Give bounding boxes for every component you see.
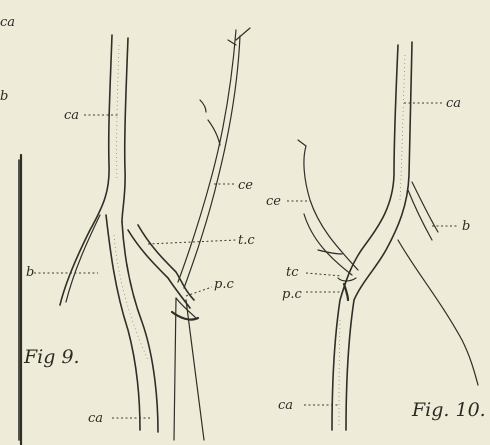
fig9-drawing bbox=[19, 28, 250, 445]
fig10-label-ce: ce bbox=[266, 194, 281, 209]
fig9-label-b: b bbox=[26, 265, 34, 280]
fig9-label-ca-lower: ca bbox=[88, 411, 103, 426]
fig9-caption: Fig 9. bbox=[23, 346, 80, 368]
fig9-external-carotid bbox=[178, 28, 250, 288]
fig10-label-b: b bbox=[462, 219, 470, 234]
fig10-label-ca-lower: ca bbox=[278, 398, 293, 413]
fig10-external-carotid bbox=[298, 140, 358, 275]
edge-fragment-top: ca bbox=[0, 15, 15, 30]
fig10-label-pc: p.c bbox=[282, 287, 302, 302]
fig10-leader-tc bbox=[306, 273, 342, 276]
fig9-label-ce: ce bbox=[238, 178, 253, 193]
fig10-label-tc: tc bbox=[286, 265, 299, 280]
fig9-label-tc: t.c bbox=[238, 233, 255, 248]
fig9-label-pc: p.c bbox=[214, 277, 234, 292]
fig10-carotid-trunk bbox=[332, 42, 412, 430]
fig9-label-ca-upper: ca bbox=[64, 108, 79, 123]
fig10-label-ca-upper: ca bbox=[446, 96, 461, 111]
fig10-caption: Fig. 10. bbox=[411, 399, 486, 421]
edge-fragment-middle: b bbox=[0, 89, 8, 104]
fig10-branch-b bbox=[398, 182, 478, 385]
